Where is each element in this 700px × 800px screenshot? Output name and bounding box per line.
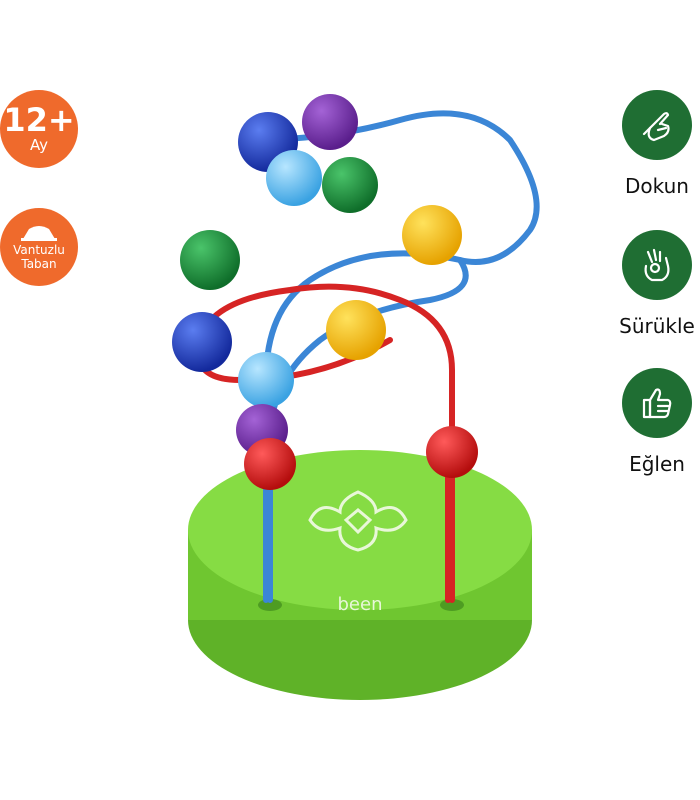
feature-touch: Dokun bbox=[607, 90, 700, 198]
green-base bbox=[188, 450, 532, 700]
feature-drag: Sürükle bbox=[607, 230, 700, 338]
bead-maze-toy: been bbox=[172, 94, 540, 700]
base-label-line1: Vantuzlu bbox=[13, 243, 65, 257]
feature-fun: Eğlen bbox=[607, 368, 700, 476]
pinching-hand-icon bbox=[622, 230, 692, 300]
thumbs-up-icon bbox=[622, 368, 692, 438]
feature-label-drag: Sürükle bbox=[619, 314, 695, 338]
suction-base-badge: Vantuzlu Taban bbox=[0, 208, 78, 286]
suction-cup-icon bbox=[21, 226, 57, 241]
base-label-line2: Taban bbox=[21, 257, 57, 271]
beads bbox=[172, 94, 478, 490]
brand-text: been bbox=[338, 594, 383, 615]
feature-label-fun: Eğlen bbox=[629, 452, 685, 476]
age-unit: Ay bbox=[29, 136, 49, 154]
age-value: 12+ bbox=[3, 101, 75, 139]
age-badge: 12+ Ay bbox=[0, 90, 78, 168]
brand-logo bbox=[308, 490, 408, 552]
pointing-hand-icon bbox=[622, 90, 692, 160]
feature-label-touch: Dokun bbox=[625, 174, 689, 198]
